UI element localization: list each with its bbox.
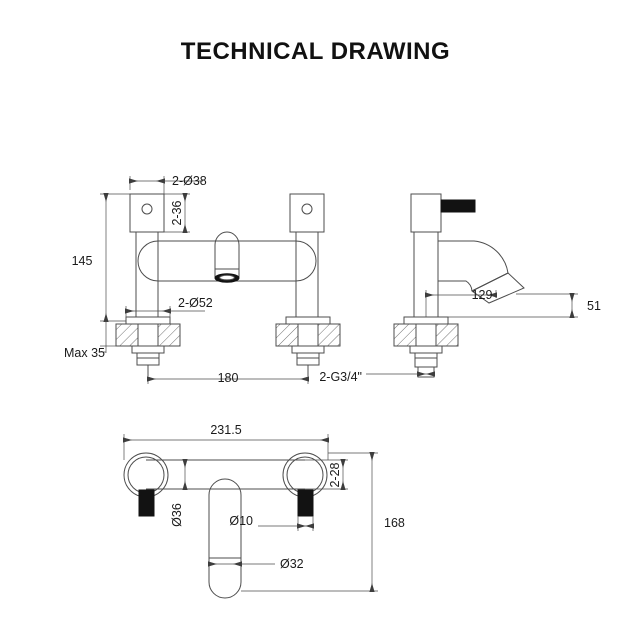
right-shank-in-surface [297,323,319,347]
side-handle-lever [440,199,476,213]
left-mounting-assembly [115,316,181,376]
left-nut [136,352,160,366]
side-mounting-assembly [393,316,459,378]
right-base-flange [285,316,331,325]
side-shank-in-surface [415,323,437,347]
dim-overall-depth [241,452,378,592]
label-handle-diameter: Ø36 [170,503,184,527]
aerator-bore [219,274,235,281]
body-bar-right-cap [295,240,317,282]
right-mounting-assembly [275,316,341,376]
label-inlet-thread: 2-G3/4" [319,370,362,384]
label-overall-depth: 168 [384,516,405,530]
spout-nozzle-body [214,231,240,278]
plan-right-lever [297,489,314,517]
dim-body-height [100,193,130,322]
plan-right-handle-inner [286,456,324,494]
dim-lever-thickness [258,516,314,531]
left-mount-surface-hatch-b [157,323,181,347]
label-overall-width: 231.5 [210,423,241,437]
right-mount-surface-hatch-b [317,323,341,347]
side-inlet-thread [417,366,435,378]
spout-arm-bottom [438,280,473,292]
dim-lever-width [305,459,348,490]
label-spout-reach: 129 [472,288,493,302]
dim-overall-width [123,434,329,460]
dim-spout-reach [425,290,497,317]
side-handle-block [410,193,442,233]
right-mount-surface-hatch-a [275,323,299,347]
left-handle-screw-icon [141,203,153,215]
label-max-thickness: Max 35 [64,346,105,360]
label-body-height: 145 [72,254,93,268]
right-nut [296,352,320,366]
label-spout-height: 51 [587,299,601,313]
label-lever-width: 2-28 [328,462,342,487]
label-centre-distance: 180 [218,371,239,385]
label-base-flange: 2-Ø52 [178,296,213,310]
left-washer [131,345,165,354]
front-elevation-geometry [100,176,341,384]
dim-centre-distance [147,365,309,384]
left-handle-block [129,193,165,233]
plan-left-lever [138,489,155,517]
label-handle-bore: 2-Ø38 [172,174,207,188]
dim-handle-diameter [168,459,190,490]
side-elevation-geometry [366,193,578,378]
right-handle-screw-icon [301,203,313,215]
dim-spout-diameter [208,558,275,568]
dim-max-thickness [100,321,116,353]
dim-base-flange [125,306,205,317]
label-lever-thickness: Ø10 [229,514,253,528]
dim-handle-bore [129,176,203,232]
spout-arm-top [438,240,509,274]
dim-spout-height [448,293,578,318]
plan-spout-body [208,478,242,599]
side-mount-hatch-b [435,323,459,347]
dim-inlet-thread [366,371,435,377]
body-bar-left-cap [137,240,159,282]
side-base-flange [403,316,449,325]
left-mount-surface-hatch-a [115,323,139,347]
dimension-labels: 2-Ø38 2-36 145 2-Ø52 Max 35 180 129 51 2… [64,174,601,571]
left-base-flange [125,316,171,325]
side-nut [414,352,438,368]
right-washer [291,345,325,354]
label-spout-diameter: Ø32 [280,557,304,571]
side-washer [409,345,443,354]
dim-handle-height [164,193,190,233]
left-shank-in-surface [137,323,159,347]
side-mount-hatch-a [393,323,417,347]
plan-view-geometry [123,434,378,599]
page-title: TECHNICAL DRAWING [180,38,451,65]
label-handle-height: 2-36 [170,200,184,225]
spout-tip-seam [471,272,509,292]
plan-left-handle-inner [127,456,165,494]
right-handle-block [289,193,325,233]
